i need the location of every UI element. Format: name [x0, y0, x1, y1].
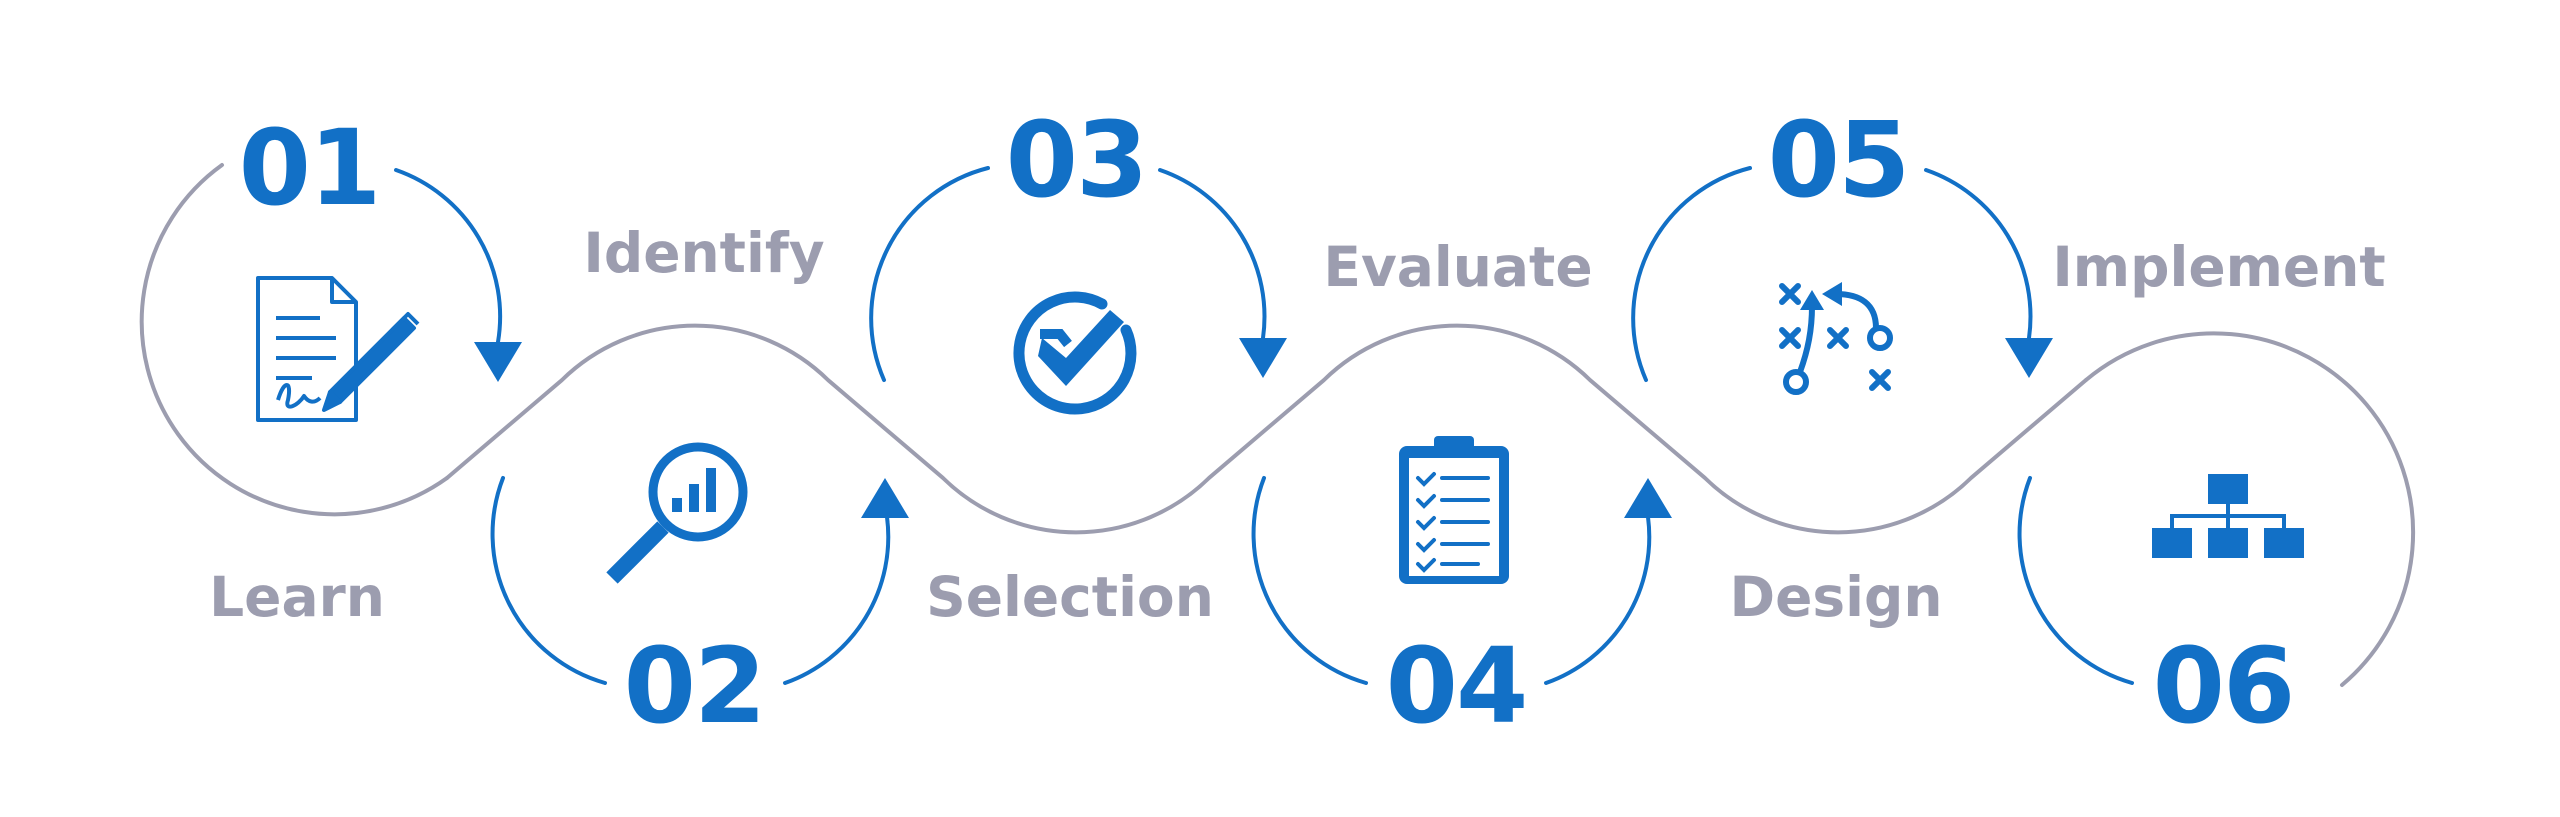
org-chart-icon — [2152, 474, 2304, 558]
step-3-number: 03 — [1005, 99, 1149, 221]
magnifier-chart-icon — [606, 442, 748, 584]
strategy-play-icon — [1779, 282, 1893, 395]
step-4-number: 04 — [1385, 625, 1529, 747]
step-3-label: Selection — [926, 565, 1214, 629]
step-5-number: 05 — [1767, 99, 1911, 221]
flow-line — [139, 163, 2416, 687]
signed-document-icon — [256, 276, 420, 422]
step-2-label: Identify — [583, 221, 825, 285]
clipboard-checklist-icon — [1399, 436, 1509, 584]
step-1-number: 01 — [238, 107, 382, 229]
step-6-label: Implement — [2052, 235, 2386, 299]
check-circle-icon — [1013, 291, 1137, 415]
step-4-label: Evaluate — [1323, 235, 1593, 299]
step-5-label: Design — [1729, 565, 1943, 629]
step-6-number: 06 — [2152, 625, 2296, 747]
arc-arrows — [394, 166, 2134, 685]
step-2-number: 02 — [623, 625, 767, 747]
step-1-label: Learn — [209, 565, 385, 629]
